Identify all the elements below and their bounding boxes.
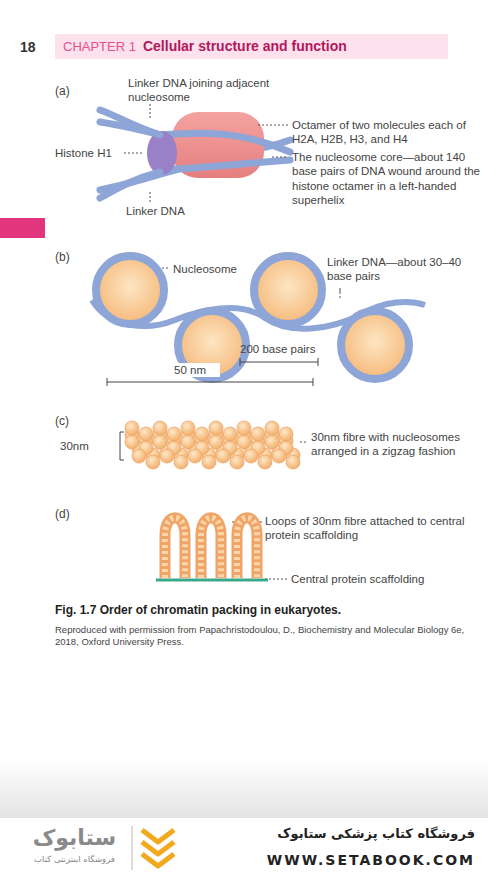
dimension-label: 200 base pairs bbox=[240, 342, 330, 356]
watermark: فروشگاه کتاب پزشکی ستابوک bbox=[250, 826, 475, 842]
callout-text: Octamer of two molecules each of H2A, H2… bbox=[292, 118, 480, 147]
callout-text: Nucleosome bbox=[173, 262, 263, 276]
nucleosome-drawing bbox=[100, 110, 290, 198]
chapter-number: CHAPTER 1 bbox=[63, 39, 136, 54]
callout-text: Central protein scaffolding bbox=[291, 572, 481, 586]
30nm-fibre bbox=[125, 421, 300, 469]
watermark: WWW.SETABOOK.COM bbox=[240, 852, 475, 870]
logo-tagline: فروشگاه اینترنتی کتاب bbox=[22, 854, 127, 865]
panel-letter: (b) bbox=[55, 250, 85, 265]
callout-text: Histone H1 bbox=[55, 146, 125, 160]
page-number: 18 bbox=[20, 39, 50, 57]
logo-text: ستابوک bbox=[22, 824, 127, 852]
side-tab bbox=[0, 218, 45, 238]
panel-letter: (d) bbox=[55, 507, 85, 522]
logo-chevrons bbox=[142, 830, 174, 866]
callout-text: Loops of 30nm fibre attached to central … bbox=[265, 514, 480, 543]
chapter-title: Cellular structure and function bbox=[143, 38, 347, 54]
chapter-header-band: CHAPTER 1 Cellular structure and function bbox=[55, 34, 448, 59]
panel-letter: (c) bbox=[55, 414, 85, 429]
logo-divider bbox=[132, 826, 133, 870]
callout-text: Linker DNA bbox=[126, 204, 216, 218]
dimension-label: 50 nm bbox=[160, 363, 220, 377]
panel-letter: (a) bbox=[55, 84, 85, 99]
callout-text: Linker DNA—about 30–40 base pairs bbox=[327, 255, 477, 284]
footer-shade bbox=[0, 760, 488, 818]
figure-caption: Fig. 1.7 Order of chromatin packing in e… bbox=[55, 603, 475, 618]
dimension-label: 30nm bbox=[60, 439, 116, 453]
callout-text: Linker DNA joining adjacent nucleosome bbox=[128, 76, 313, 105]
dimension-lines bbox=[107, 358, 318, 460]
credit-note: Reproduced with permission from Papachri… bbox=[55, 624, 465, 648]
callout-text: 30nm fibre with nucleosomes arranged in … bbox=[311, 430, 481, 459]
callout-text: The nucleosome core—about 140 base pairs… bbox=[292, 150, 480, 208]
chromatin-loops bbox=[156, 518, 268, 580]
